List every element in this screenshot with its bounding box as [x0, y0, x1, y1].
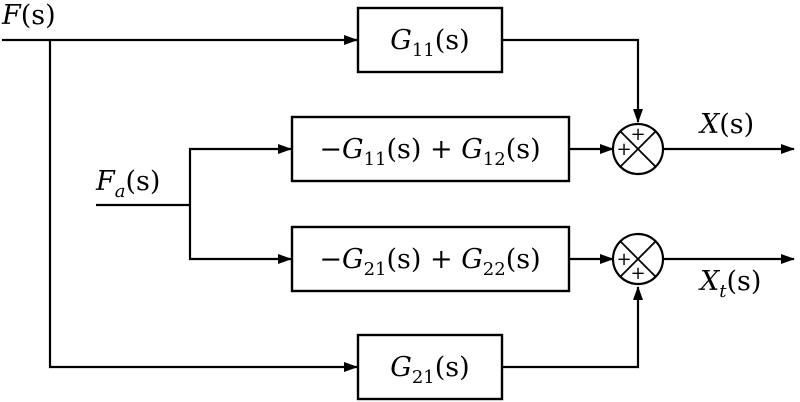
signal-x-label: X(s)	[698, 109, 754, 140]
block-g11-label: G11(s)	[390, 25, 469, 61]
block-g11	[356, 6, 504, 74]
signal-xt-label: Xt(s)	[698, 266, 761, 302]
block-g21	[356, 333, 504, 401]
block-row2-label: −G11(s) + G12(s)	[319, 134, 540, 170]
block-g21-label: G21(s)	[390, 352, 469, 388]
sum-bottom-sign-bottom: +	[630, 263, 645, 284]
signal-fa-label: Fa(s)	[95, 166, 160, 202]
wire-f-to-g21	[48, 40, 358, 372]
wire-fa-to-row2	[188, 144, 292, 205]
sum-top-sign-top: +	[630, 124, 645, 145]
block-row3-label: −G21(s) + G22(s)	[319, 244, 540, 280]
sum-top-sign-left: +	[616, 139, 631, 160]
summing-junction-top: + +	[611, 122, 665, 176]
wire-g21-to-sum-bottom	[502, 286, 643, 369]
wire-g11-to-sum-top	[502, 38, 643, 123]
block-row2	[290, 115, 571, 183]
sum-bottom-sign-left: +	[616, 249, 631, 270]
wire-fa-to-row3	[188, 205, 292, 264]
summing-junction-bottom: + +	[611, 232, 665, 286]
block-row3	[290, 225, 571, 293]
signal-f-label: F(s)	[1, 0, 56, 31]
